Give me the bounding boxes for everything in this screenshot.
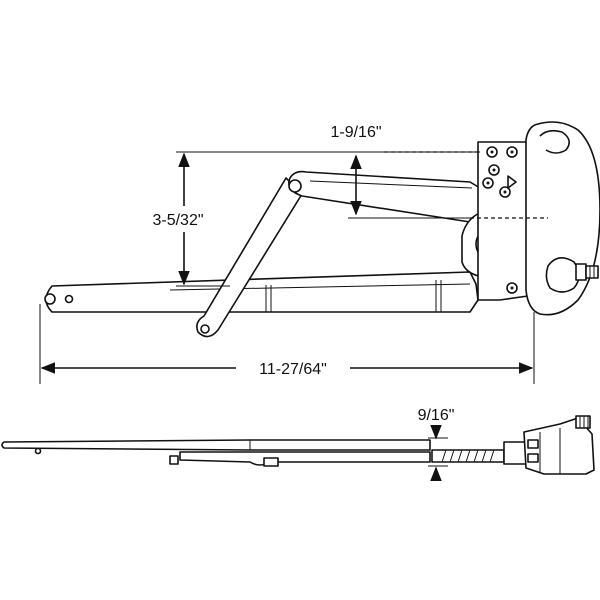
upper-arm	[288, 170, 503, 223]
main-arm	[44, 271, 479, 313]
worm-gear	[431, 441, 527, 465]
offset-height-label: 1-9/16"	[330, 124, 381, 141]
overall-length-label: 11-27/64"	[259, 361, 327, 378]
mounting-plate	[477, 141, 529, 301]
top-view: 3-5/32" 1-9/16" 11-27/64"	[39, 121, 600, 384]
operator-cover	[525, 121, 600, 316]
support-link	[196, 177, 303, 338]
crank-stud	[575, 263, 599, 281]
side-view: 9/16"	[1, 407, 595, 481]
side-thickness-label: 9/16"	[418, 407, 455, 424]
side-housing	[523, 415, 595, 475]
arm-height-label: 3-5/32"	[152, 212, 203, 229]
